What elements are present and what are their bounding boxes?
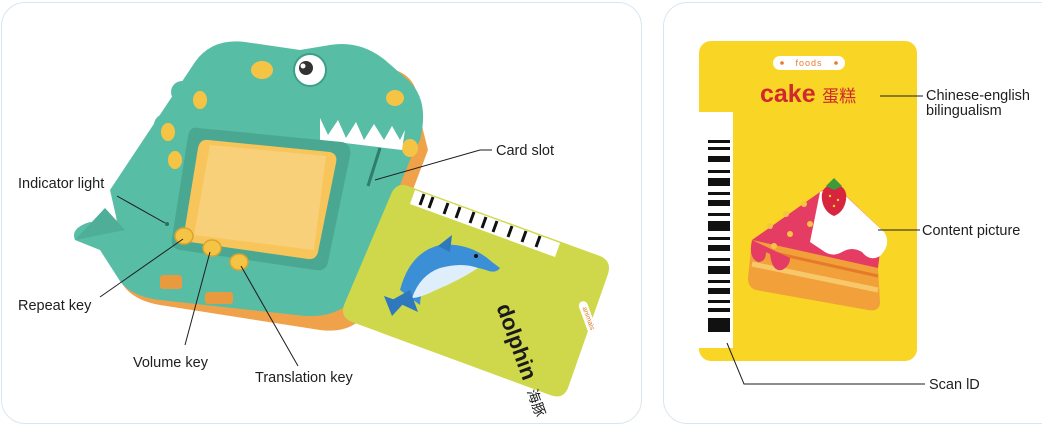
bilingualism-label: Chinese-english bilingualism bbox=[926, 89, 1030, 119]
cake-category-tag: foods bbox=[773, 56, 845, 70]
cake-chinese-word: 蛋糕 bbox=[822, 87, 856, 106]
cake-card-title: cake 蛋糕 bbox=[760, 80, 856, 109]
cake-english-word: cake bbox=[760, 80, 816, 108]
bilingualism-label-line2: bilingualism bbox=[926, 104, 1030, 119]
bilingualism-label-line1: Chinese-english bbox=[926, 89, 1030, 104]
scan-id-label: Scan lD bbox=[929, 377, 980, 393]
content-picture-label: Content picture bbox=[922, 223, 1020, 239]
